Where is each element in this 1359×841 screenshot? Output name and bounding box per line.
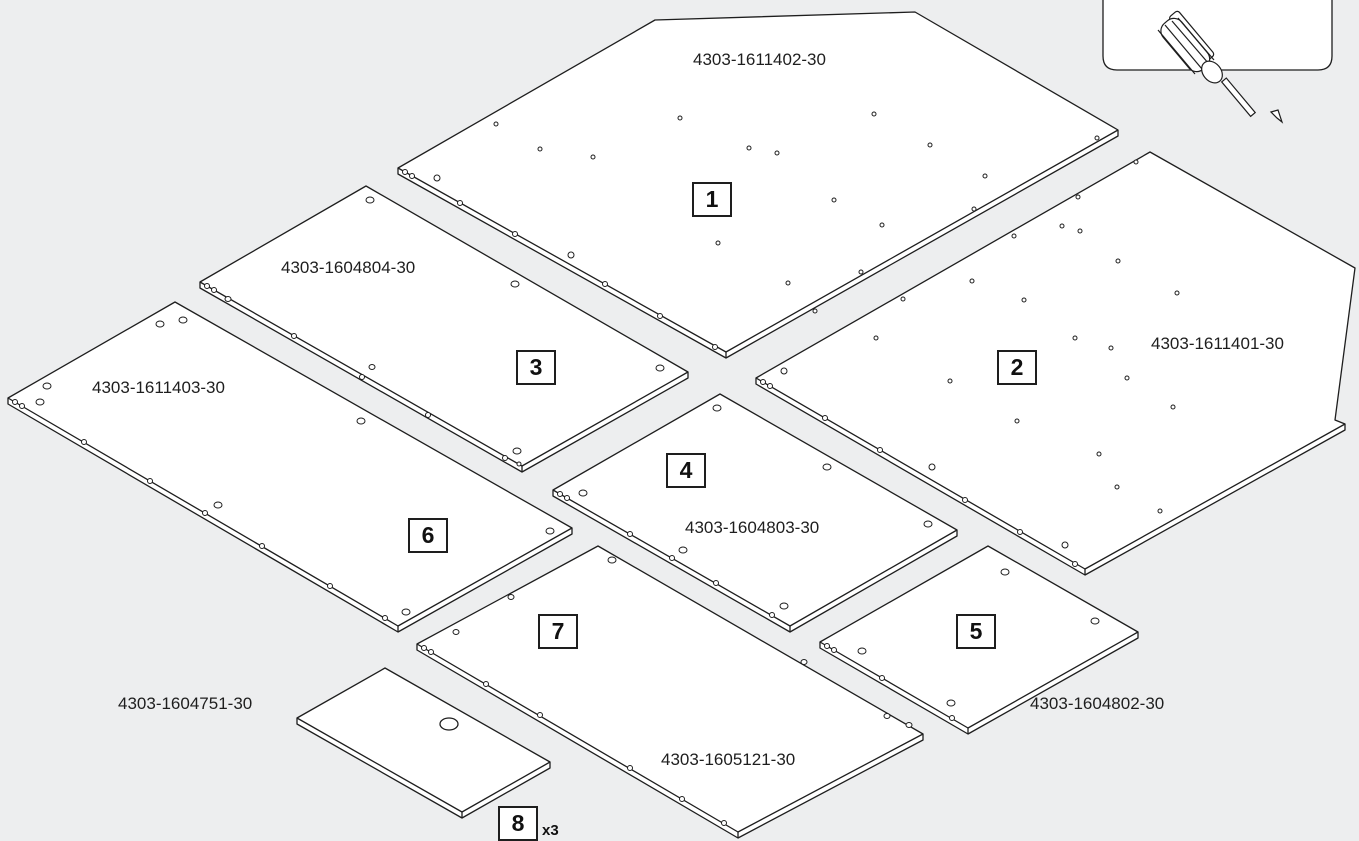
part-number-1: 1: [692, 182, 732, 217]
part-code-3: 4303-1604804-30: [281, 258, 416, 277]
panel-1: [397, 11, 1119, 359]
part-code-6: 4303-1611403-30: [92, 378, 225, 397]
part-code-7: 4303-1605121-30: [661, 750, 796, 769]
panel-2: [755, 151, 1356, 576]
part-code-4: 4303-1604803-30: [685, 518, 820, 537]
panel-3: [199, 185, 689, 473]
part-number-2: 2: [997, 350, 1037, 385]
part-code-1: 4303-1611402-30: [693, 50, 826, 69]
panel-8: [296, 667, 551, 819]
part-number-3: 3: [516, 350, 556, 385]
part-code-8: 4303-1604751-30: [118, 694, 253, 713]
part-number-5: 5: [956, 614, 996, 649]
part-code-2: 4303-1611401-30: [1151, 334, 1284, 353]
part-number-7: 7: [538, 614, 578, 649]
part-number-8: 8: [498, 806, 538, 841]
face-holes: [35, 111, 1180, 728]
part-number-4: 4: [666, 453, 706, 488]
part-quantity-8: x3: [542, 822, 559, 839]
part-code-5: 4303-1604802-30: [1030, 694, 1165, 713]
screwdriver-icon: [1157, 10, 1284, 124]
part-number-6: 6: [408, 518, 448, 553]
edge-holes: [12, 169, 1078, 826]
tool-box: [1102, 0, 1333, 124]
